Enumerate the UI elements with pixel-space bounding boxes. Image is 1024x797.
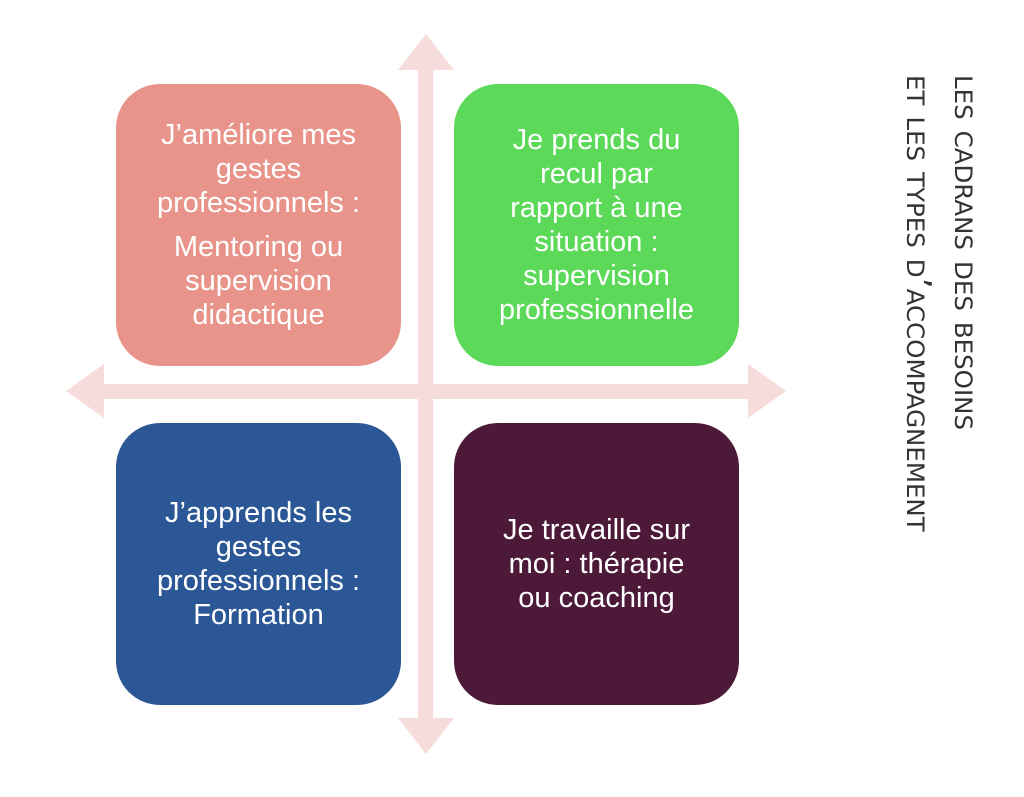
- quadrant-text-line: professionnels :: [156, 187, 361, 219]
- arrow-left-icon: [66, 364, 104, 418]
- quadrant-text-line: J’améliore mes: [161, 119, 356, 151]
- side-title: Les cadrans des besoins et les types d’a…: [860, 75, 990, 585]
- quadrant-text-line: gestes: [215, 531, 302, 563]
- quadrant-text-line: J’apprends les: [165, 497, 352, 529]
- quadrant-top-right: Je prends du recul par rapport à une sit…: [454, 84, 739, 366]
- side-title-line-2: et les types d’accompagnement: [898, 75, 938, 532]
- horizontal-axis: [96, 384, 760, 399]
- quadrant-text-line: recul par: [540, 158, 653, 190]
- quadrant-text-line: didactique: [192, 299, 325, 331]
- quadrant-bottom-right: Je travaille sur moi : thérapie ou coach…: [454, 423, 739, 705]
- quadrant-text-line: Je travaille sur: [503, 514, 690, 546]
- quadrant-text-line: situation :: [534, 226, 659, 258]
- quadrant-bottom-left: J’apprends les gestes professionnels : F…: [116, 423, 401, 705]
- quadrant-text-line: moi : thérapie: [508, 548, 685, 580]
- quadrant-text-line: Formation: [193, 599, 324, 631]
- arrow-up-icon: [398, 34, 454, 70]
- quadrant-text-line: ou coaching: [518, 582, 675, 614]
- quadrant-top-left: J’améliore mes gestes professionnels : M…: [116, 84, 401, 366]
- quadrant-text-line: professionnels :: [156, 565, 361, 597]
- side-title-line-1: Les cadrans des besoins: [946, 75, 986, 431]
- quadrant-text-line: Je prends du: [512, 124, 681, 156]
- quadrant-text-line: gestes: [215, 153, 302, 185]
- quadrant-text-line: Mentoring ou: [173, 231, 344, 263]
- quadrant-text-line: supervision: [185, 265, 332, 297]
- arrow-right-icon: [748, 364, 786, 418]
- quadrant-text-line: professionnelle: [498, 294, 695, 326]
- arrow-down-icon: [398, 718, 454, 754]
- quadrant-text-line: supervision: [523, 260, 670, 292]
- quadrant-text-line: rapport à une: [510, 192, 683, 224]
